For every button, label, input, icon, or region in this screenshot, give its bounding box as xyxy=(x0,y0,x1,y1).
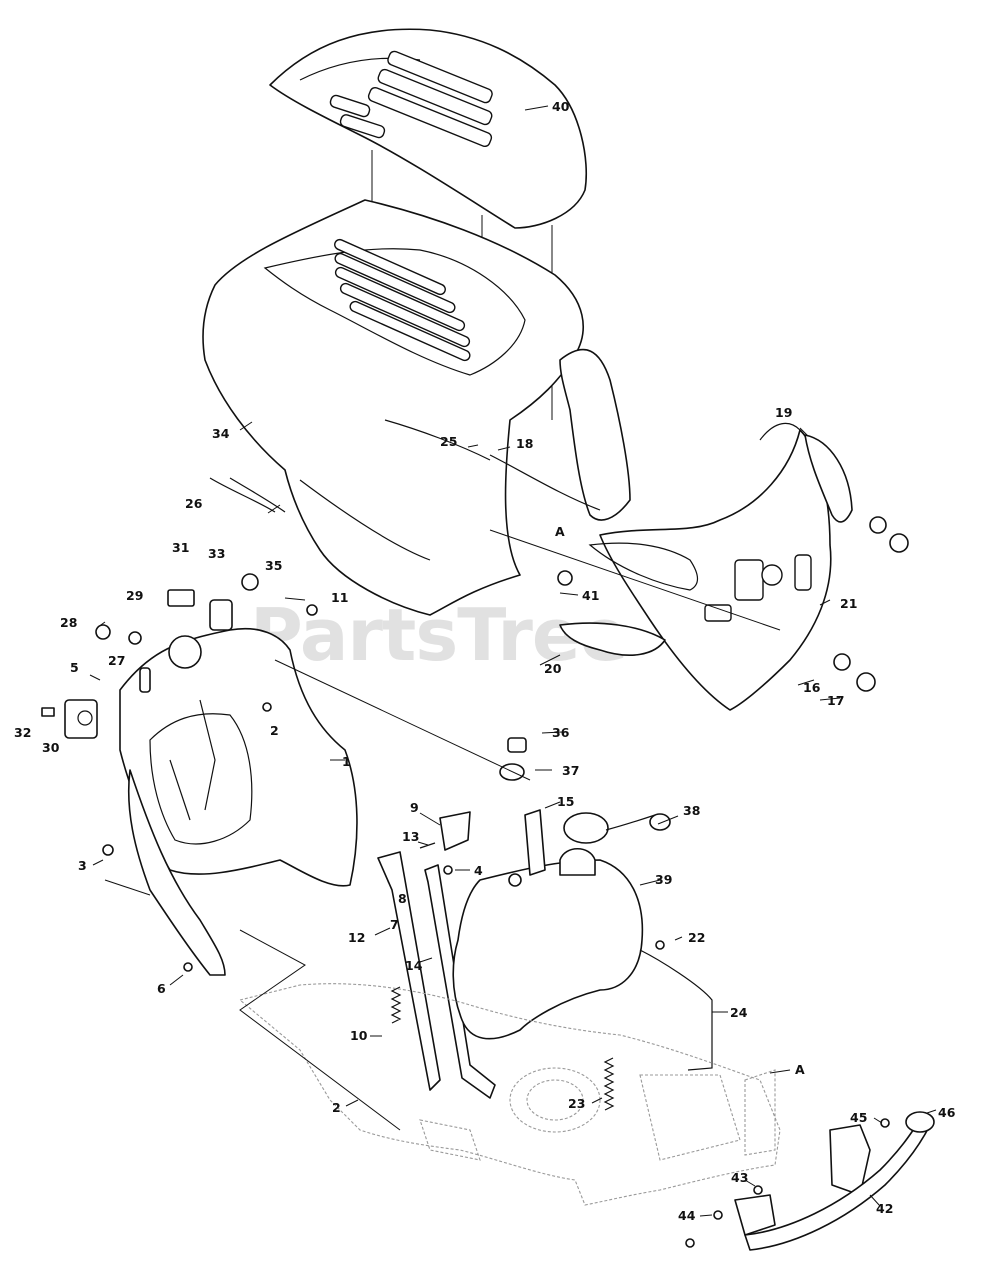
callout-31: 31 xyxy=(172,540,189,555)
part-tractor-frame xyxy=(238,983,781,1206)
part-fuel-cap xyxy=(563,812,671,844)
part-dash-panel xyxy=(119,627,358,887)
part-fuel-line xyxy=(639,940,713,1071)
callout-38: 38 xyxy=(683,803,700,818)
callout-25: 25 xyxy=(440,434,457,449)
callout-23: 23 xyxy=(568,1096,585,1111)
callout-33: 33 xyxy=(208,546,225,561)
callout-40: 40 xyxy=(552,99,570,114)
callout-18: 18 xyxy=(516,436,533,451)
part-cable-ties xyxy=(209,477,286,513)
callout-45: 45 xyxy=(850,1110,867,1125)
part-grille-insert xyxy=(559,622,666,656)
part-hood-fastener xyxy=(557,570,573,586)
part-dash-lower-support xyxy=(127,769,226,976)
callout-1: 1 xyxy=(342,754,351,769)
callout-14: 14 xyxy=(405,958,423,973)
callout-12: 12 xyxy=(348,930,365,945)
leader-lines xyxy=(89,105,937,1217)
callout-27: 27 xyxy=(108,653,125,668)
callout-2: 2 xyxy=(270,723,279,738)
part-tank-bracket xyxy=(524,809,546,876)
callout-7: 7 xyxy=(390,917,399,932)
callout-41: 41 xyxy=(582,588,599,603)
part-light-sockets xyxy=(833,516,909,692)
callout-43: 43 xyxy=(731,1170,748,1185)
part-support-brackets xyxy=(377,851,496,1099)
callout-8: 8 xyxy=(398,891,407,906)
callout-15: 15 xyxy=(557,794,574,809)
callout-6: 6 xyxy=(157,981,166,996)
part-hood-side-panel xyxy=(489,348,631,521)
callout-4: 4 xyxy=(474,863,483,878)
part-hood xyxy=(202,199,584,616)
callout-46: 46 xyxy=(938,1105,956,1120)
callout-a-hood: A xyxy=(555,524,565,539)
callout-11: 11 xyxy=(331,590,348,605)
part-fuel-fittings xyxy=(499,737,527,781)
callout-labels: 1 2 2 3 4 5 6 7 8 9 10 11 12 13 14 15 16… xyxy=(14,99,956,1223)
callout-3: 3 xyxy=(78,858,87,873)
callout-34: 34 xyxy=(212,426,230,441)
callout-29: 29 xyxy=(126,588,143,603)
callout-37: 37 xyxy=(562,763,579,778)
callout-a-frame: A xyxy=(795,1062,805,1077)
callout-17: 17 xyxy=(827,693,844,708)
part-springs xyxy=(390,986,615,1111)
callout-20: 20 xyxy=(544,661,562,676)
part-dash-small-parts xyxy=(95,573,318,972)
part-headlight-lens xyxy=(799,427,853,523)
callout-10: 10 xyxy=(350,1028,368,1043)
callout-5: 5 xyxy=(70,660,79,675)
callout-9: 9 xyxy=(410,800,419,815)
callout-16: 16 xyxy=(803,680,821,695)
callout-21: 21 xyxy=(840,596,857,611)
part-front-bumper xyxy=(685,1111,935,1251)
callout-24: 24 xyxy=(730,1005,748,1020)
callout-30: 30 xyxy=(42,740,60,755)
callout-35: 35 xyxy=(265,558,282,573)
callout-22: 22 xyxy=(688,930,705,945)
callout-2: 2 xyxy=(332,1100,341,1115)
callout-13: 13 xyxy=(402,829,419,844)
part-ignition-switch xyxy=(41,699,98,739)
part-fuel-tank xyxy=(452,847,644,1040)
callout-44: 44 xyxy=(678,1208,696,1223)
callout-36: 36 xyxy=(552,725,570,740)
callout-28: 28 xyxy=(60,615,77,630)
callout-39: 39 xyxy=(655,872,672,887)
callout-26: 26 xyxy=(185,496,203,511)
callout-32: 32 xyxy=(14,725,31,740)
callout-19: 19 xyxy=(775,405,792,420)
callout-42: 42 xyxy=(876,1201,893,1216)
part-hood-top-panel xyxy=(269,28,588,420)
